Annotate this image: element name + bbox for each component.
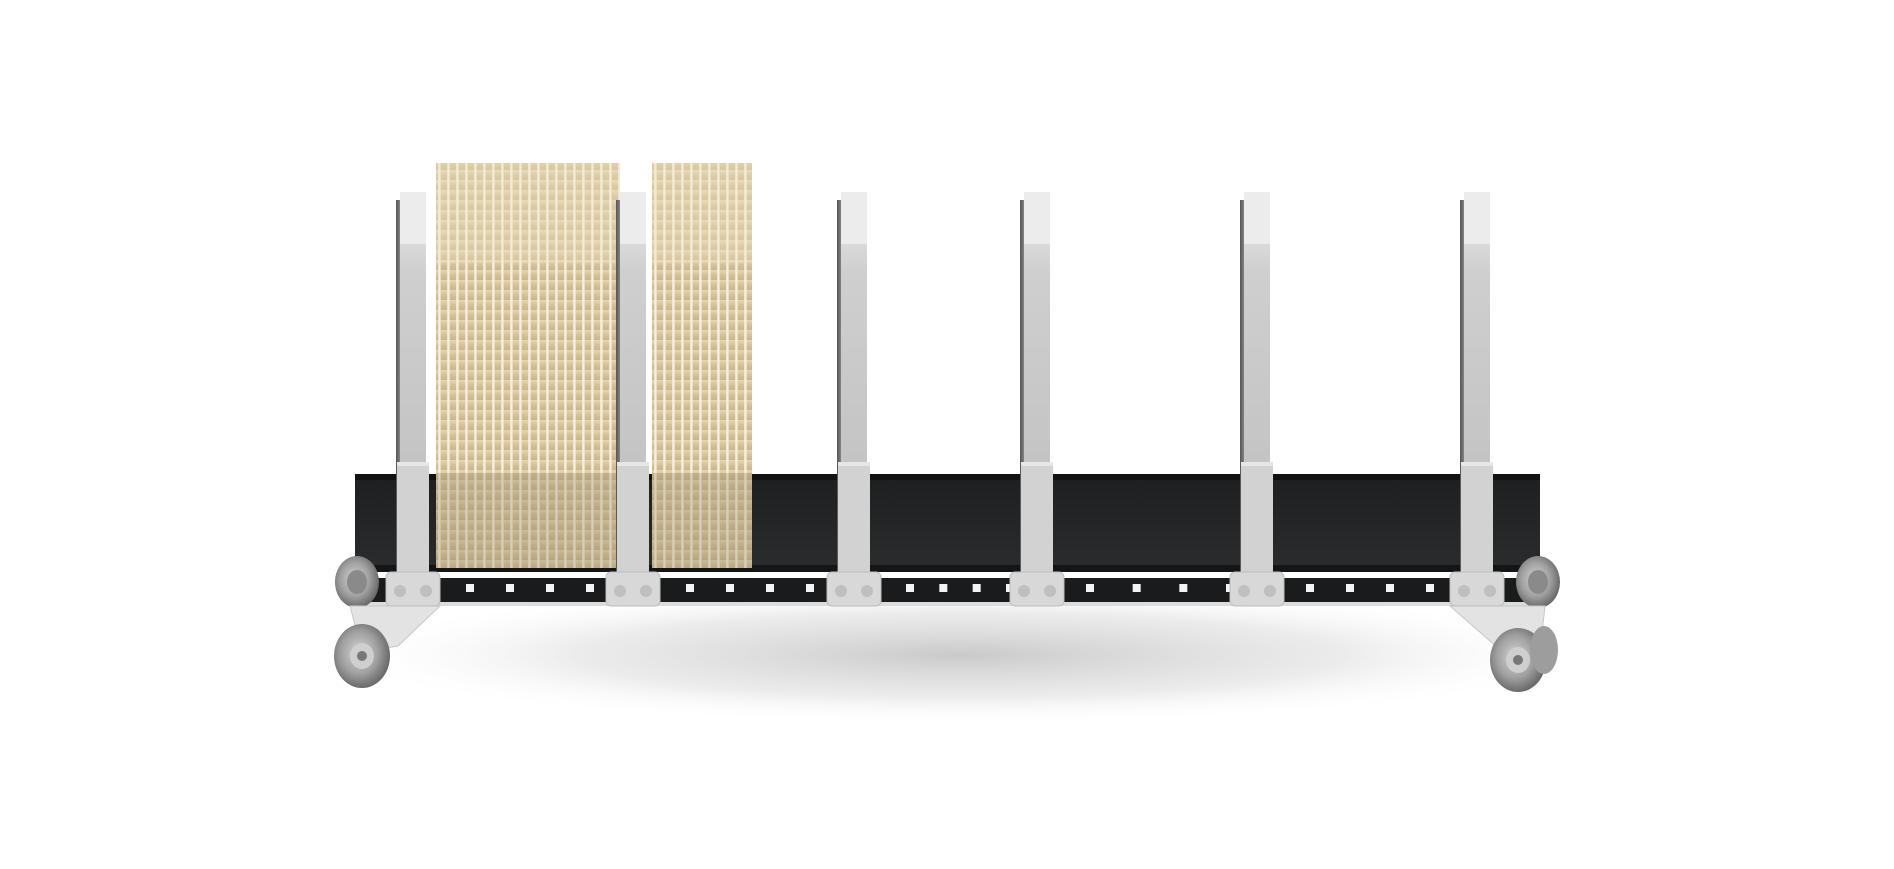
panel-stack-2 xyxy=(652,163,752,568)
panel-stack-1 xyxy=(436,163,620,568)
uprights xyxy=(385,192,1505,607)
upright-1 xyxy=(385,192,441,607)
rail-slot xyxy=(1346,584,1354,592)
rail-slot xyxy=(506,584,514,592)
rail-slot xyxy=(546,584,554,592)
rail-slot xyxy=(1386,584,1394,592)
rail-slot xyxy=(726,584,734,592)
rail-slot xyxy=(1426,584,1434,592)
upright-2 xyxy=(605,192,661,607)
rail-slot xyxy=(1086,584,1094,592)
rail-slot xyxy=(972,584,981,592)
rail-slot xyxy=(586,584,594,592)
caster-left xyxy=(334,556,442,688)
rail-slot xyxy=(1179,584,1188,592)
rail-slot xyxy=(686,584,694,592)
rail-slot xyxy=(1132,584,1141,592)
caster-right xyxy=(1448,556,1560,692)
upright-4 xyxy=(1009,192,1065,607)
rail-slot xyxy=(939,584,948,592)
rail-slot xyxy=(806,584,814,592)
upright-3 xyxy=(826,192,882,607)
rail-slot xyxy=(466,584,474,592)
rail-slot xyxy=(766,584,774,592)
rail-slot xyxy=(1306,584,1314,592)
rail-slot xyxy=(906,584,914,592)
floor-shadow xyxy=(320,585,1600,725)
upright-5 xyxy=(1229,192,1285,607)
upright-6 xyxy=(1449,192,1505,607)
